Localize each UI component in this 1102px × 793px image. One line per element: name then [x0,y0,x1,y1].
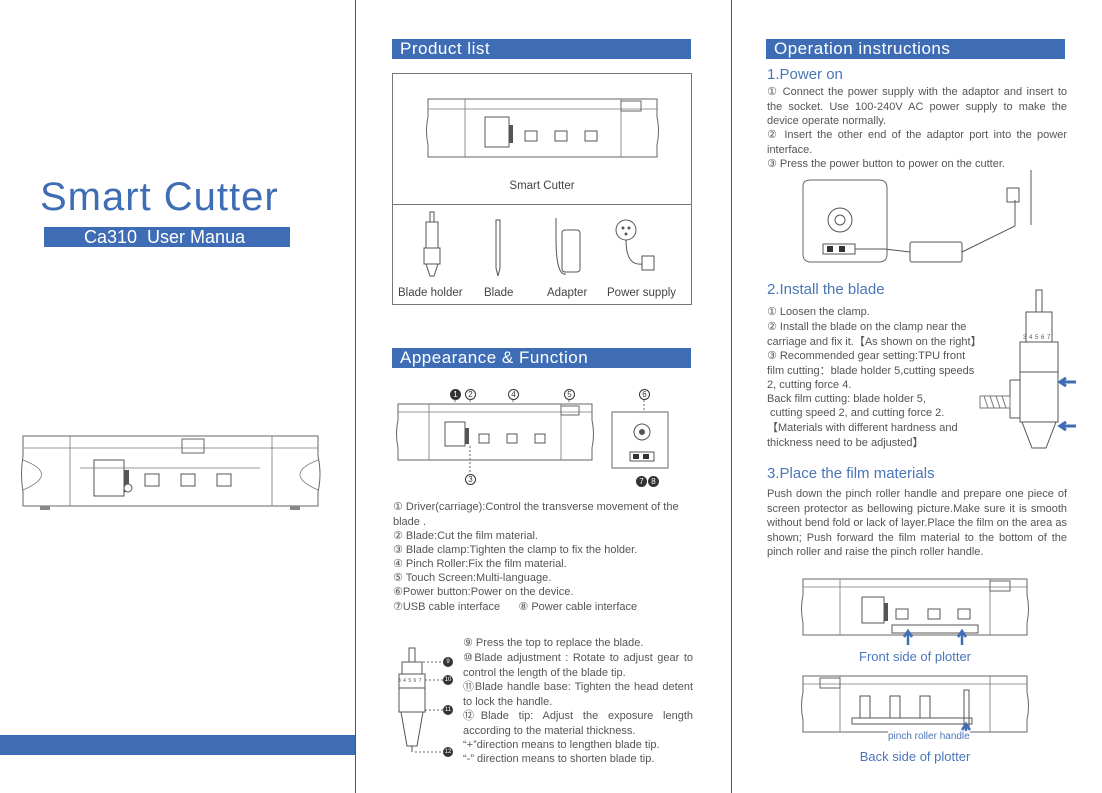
callout-4: 4 [508,389,519,400]
power-panel-diagram [611,400,669,469]
install-step-5: cutting speed 2, and cutting force 2. [767,407,945,419]
column-divider-1 [355,0,356,793]
product-list-box [392,73,692,305]
back-plotter-diagram [801,675,1029,738]
callout-1: 1 [450,389,461,400]
callout-8: 8 [648,476,659,487]
accessory-label-adapter: Adapter [547,287,588,299]
callout-9: 9 [443,657,453,667]
front-plotter-diagram [801,578,1029,645]
product-main-caption: Smart Cutter [509,180,575,192]
callout-7: 7 [636,476,647,487]
callout-5: 5 [564,389,575,400]
power-on-step-1: ① Connect the power supply with the adap… [767,86,1067,127]
power-on-title: 1.Power on [767,66,843,83]
install-step-3: ③ Recommended gear setting:TPU front fil… [767,350,975,391]
clamp-blade-scale: 3 4 5 6 7 [1023,335,1051,341]
function-item-5: ⑤ Touch Screen:Multi-language. [393,572,552,584]
cover-footer-bar [0,735,355,755]
accessory-label-blade-holder: Blade holder [398,287,463,299]
install-step-2: ② Install the blade on the clamp near th… [767,321,982,348]
power-supply-icon [615,219,655,271]
back-caption: Back side of plotter [859,749,971,764]
product-list-divider [392,204,692,205]
blade-note-9: ⑨ Press the top to replace the blade. [463,637,644,649]
callout-6: 6 [639,389,650,400]
cutter-front-diagram [396,400,594,472]
callout-3: 3 [465,474,476,485]
blade-holder-icon [423,211,441,277]
install-blade-title: 2.Install the blade [767,281,885,298]
function-item-4: ④ Pinch Roller:Fix the film material. [393,558,567,570]
callout-2: 2 [465,389,476,400]
blade-scale: 3 4 5 6 7 [398,678,422,684]
callout-12: 12 [443,747,453,757]
place-film-title: 3.Place the film materials [767,465,935,482]
adapter-icon [555,218,581,275]
accessory-label-blade: Blade [484,287,514,299]
blade-clamp-diagram [979,289,1076,449]
function-item-3: ③ Blade clamp:Tighten the clamp to fix t… [393,544,638,556]
blade-note-minus: “-” direction means to shorten blade tip… [463,753,655,765]
callout-10: 10 [443,675,453,685]
appearance-heading: Appearance & Function [392,348,691,368]
blade-detail-diagram [398,647,451,753]
power-connection-diagram [802,170,1032,263]
cover-title: Smart Cutter [40,175,279,219]
function-item-6: ⑥Power button:Power on the device. [393,586,574,598]
blade-note-plus: “+”direction means to lengthen blade tip… [463,739,660,751]
front-caption: Front side of plotter [859,649,971,664]
power-on-step-3: ③ Press the power button to power on the… [767,158,1005,170]
cover-subtitle: Ca310 User Manua [44,227,290,247]
function-item-1: ① Driver(carriage):Control the transvers… [393,501,679,528]
callout-11: 11 [443,705,453,715]
install-step-1: ① Loosen the clamp. [767,306,870,318]
cutter-illustration-cover [21,435,321,510]
blade-icon [495,219,501,277]
blade-note-12: ⑫Blade tip: Adjust the exposure length a… [463,710,693,737]
blade-note-10: ⑩Blade adjustment : Rotate to adjust gea… [463,652,693,679]
install-step-4: Back film cutting: blade holder 5, [767,393,926,405]
column-divider-2 [731,0,732,793]
cutter-illustration-product [426,98,659,158]
blade-note-11: ⑪Blade handle base: Tighten the head det… [463,681,693,708]
install-step-6: 【Materials with different hardness and t… [767,422,958,449]
function-item-2: ② Blade:Cut the film material. [393,530,538,542]
place-film-text: Push down the pinch roller handle and pr… [767,488,1067,558]
power-on-step-2: ② Insert the other end of the adaptor po… [767,129,1067,156]
pinch-roller-handle-label: pinch roller handle [888,731,970,742]
operation-heading: Operation instructions [766,39,1065,59]
function-item-7: ⑦USB cable interface ⑧ Power cable inter… [393,601,638,613]
product-list-heading: Product list [392,39,691,59]
accessory-label-power-supply: Power supply [607,287,677,299]
